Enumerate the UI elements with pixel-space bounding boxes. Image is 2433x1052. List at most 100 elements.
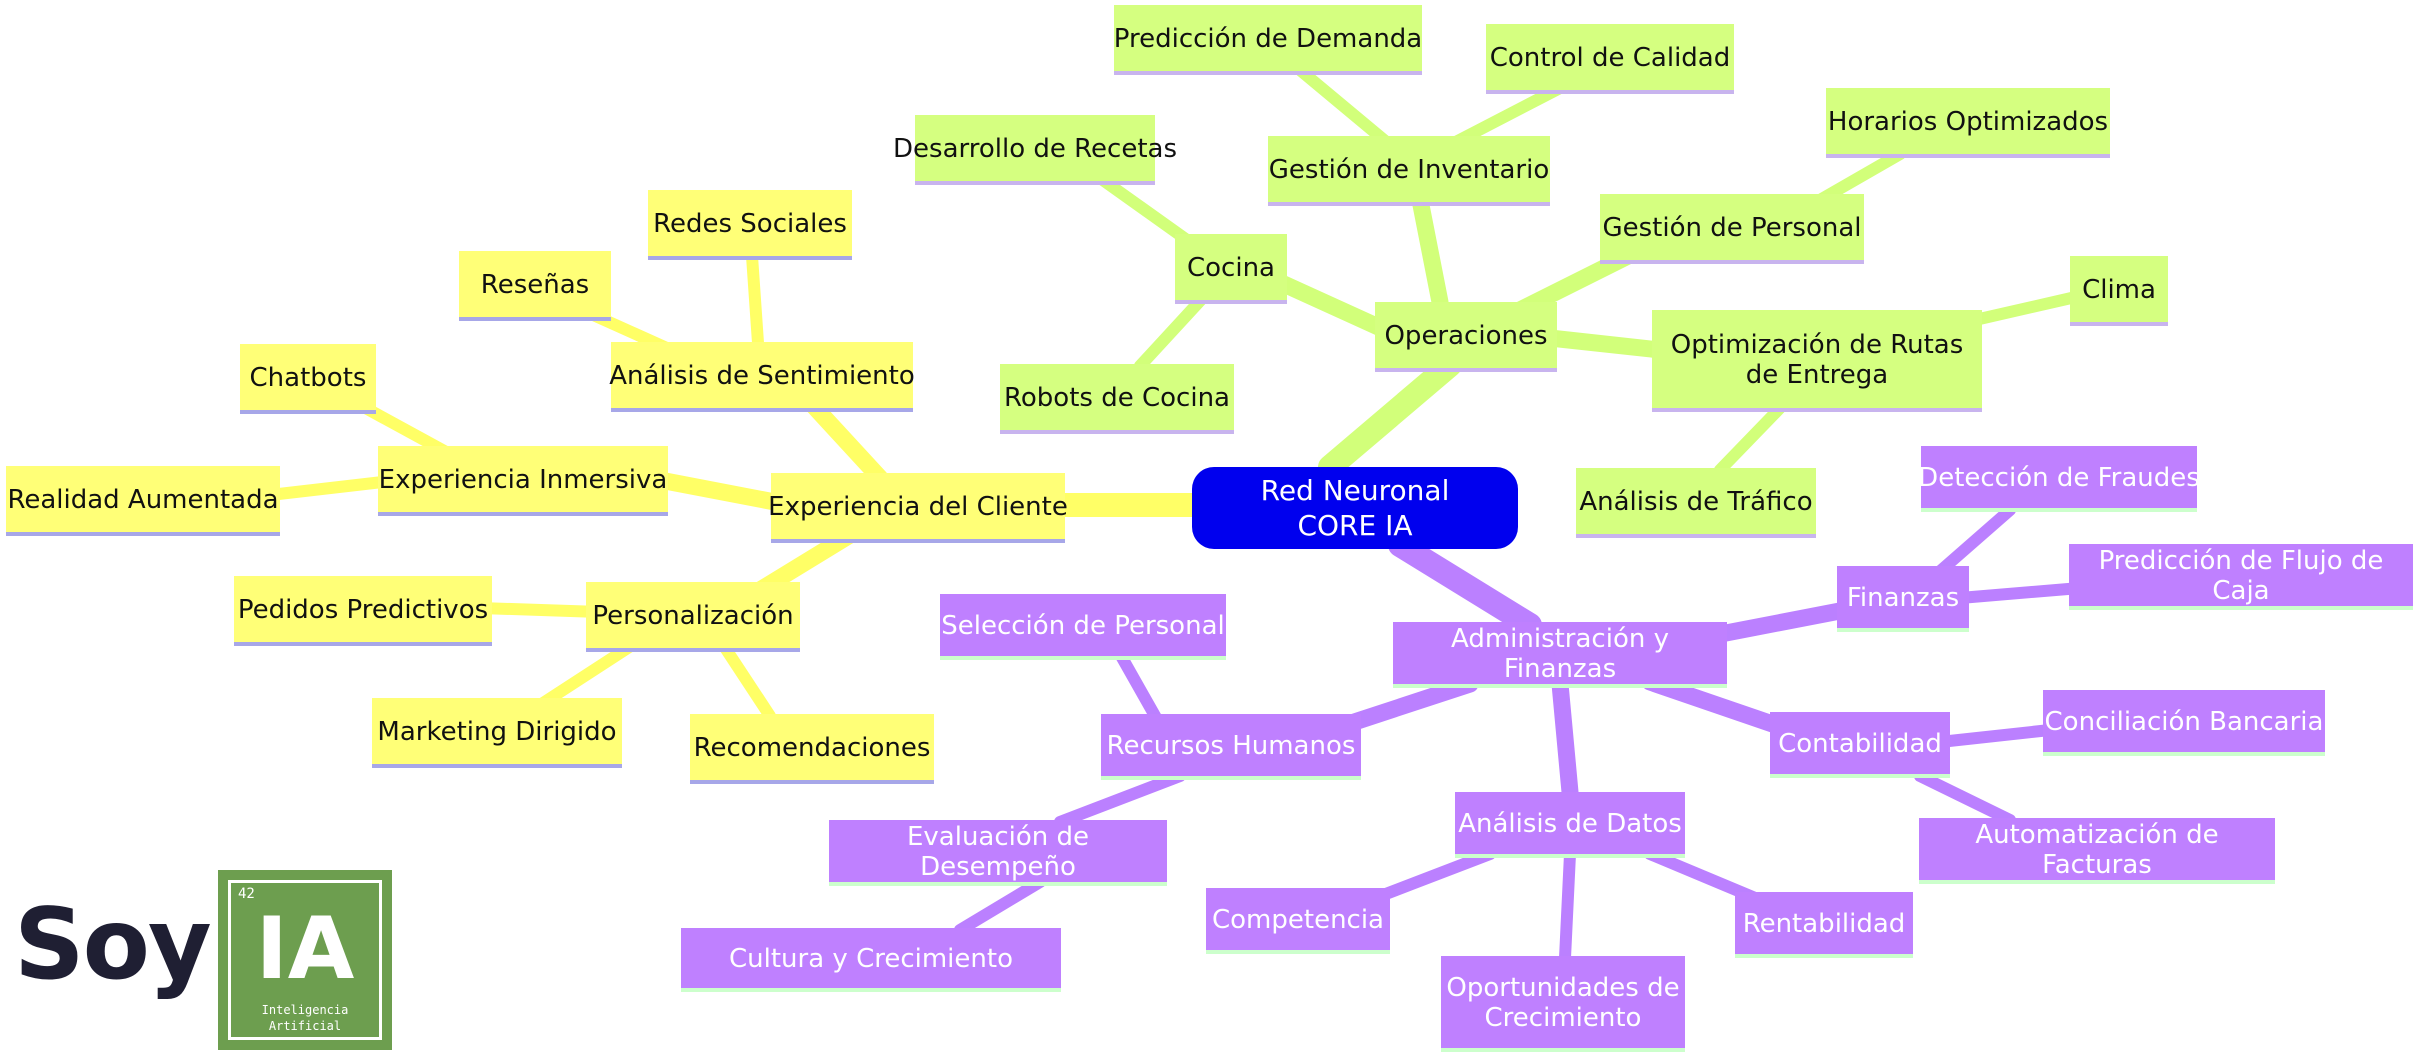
node-box bbox=[1000, 364, 1234, 430]
connector-contabilidad bbox=[1641, 673, 1799, 739]
node-label: Competencia bbox=[1212, 905, 1384, 935]
node-label: Cocina bbox=[1187, 253, 1275, 283]
node-gestion-de-inventario[interactable]: Gestión de Inventario bbox=[1268, 136, 1550, 206]
node-gestion-de-personal[interactable]: Gestión de Personal bbox=[1600, 194, 1864, 264]
node-box bbox=[2043, 690, 2325, 752]
node-box bbox=[1101, 714, 1361, 776]
logo-caption-line-2: Artificial bbox=[268, 1019, 342, 1033]
node-box bbox=[459, 251, 611, 317]
node-recursos-humanos[interactable]: Recursos Humanos bbox=[1101, 714, 1361, 780]
connector-analisis-de-sentimiento bbox=[801, 393, 889, 487]
connector-control-de-calidad bbox=[1444, 82, 1566, 151]
connector-cocina bbox=[1266, 271, 1394, 339]
node-label: Finanzas bbox=[1847, 583, 1959, 613]
node-label: Gestión de Inventario bbox=[1269, 155, 1549, 185]
node-label: Conciliación Bancaria bbox=[2045, 707, 2324, 737]
node-box bbox=[1837, 566, 1969, 628]
node-box bbox=[681, 928, 1061, 988]
node-box bbox=[586, 582, 800, 648]
node-robots-de-cocina[interactable]: Robots de Cocina bbox=[1000, 364, 1234, 434]
connector-evaluacion-de-desempeno bbox=[1054, 770, 1186, 828]
node-contabilidad[interactable]: Contabilidad bbox=[1770, 712, 1950, 778]
node-horarios-optimizados[interactable]: Horarios Optimizados bbox=[1826, 88, 2110, 158]
node-prediccion-de-demanda[interactable]: Predicción de Demanda bbox=[1114, 5, 1422, 75]
node-box bbox=[829, 820, 1167, 882]
node-box bbox=[234, 576, 492, 642]
logo-element-tile: 42 IA Inteligencia Artificial bbox=[218, 870, 392, 1050]
node-box bbox=[690, 714, 934, 780]
node-experiencia-inmersiva[interactable]: Experiencia Inmersiva bbox=[378, 446, 668, 516]
node-label: Rentabilidad bbox=[1743, 909, 1906, 939]
connector-clima bbox=[1969, 290, 2086, 326]
connector-cultura-y-crecimiento bbox=[954, 876, 1046, 936]
node-recomendaciones[interactable]: Recomendaciones bbox=[690, 714, 934, 784]
node-analisis-de-trafico[interactable]: Análisis de Tráfico bbox=[1576, 468, 1816, 538]
node-cocina[interactable]: Cocina bbox=[1175, 234, 1287, 304]
node-box bbox=[1826, 88, 2110, 154]
node-analisis-de-datos[interactable]: Análisis de Datos bbox=[1455, 792, 1685, 858]
node-box bbox=[2070, 256, 2168, 322]
node-label: Personalización bbox=[592, 601, 793, 631]
node-experiencia-del-cliente[interactable]: Experiencia del Cliente bbox=[768, 473, 1068, 543]
node-seleccion-de-personal[interactable]: Selección de Personal bbox=[940, 594, 1226, 660]
node-box bbox=[915, 115, 1155, 181]
node-pedidos-predictivos[interactable]: Pedidos Predictivos bbox=[234, 576, 492, 646]
node-label: Robots de Cocina bbox=[1004, 383, 1230, 413]
node-desarrollo-de-recetas[interactable]: Desarrollo de Recetas bbox=[893, 115, 1177, 185]
node-box bbox=[6, 466, 280, 532]
node-label: Contabilidad bbox=[1778, 729, 1942, 759]
node-box bbox=[1735, 892, 1913, 954]
node-realidad-aumentada[interactable]: Realidad Aumentada bbox=[6, 466, 280, 536]
node-redes-sociales[interactable]: Redes Sociales bbox=[648, 190, 852, 260]
node-label: Cultura y Crecimiento bbox=[729, 944, 1013, 974]
connector-personalizacion bbox=[751, 526, 859, 599]
node-finanzas[interactable]: Finanzas bbox=[1837, 566, 1969, 632]
node-label: Reseñas bbox=[481, 270, 589, 300]
node-control-de-calidad[interactable]: Control de Calidad bbox=[1486, 24, 1734, 94]
node-label: Marketing Dirigido bbox=[377, 717, 616, 747]
node-label: Análisis de Sentimiento bbox=[609, 361, 915, 391]
node-analisis-de-sentimiento[interactable]: Análisis de Sentimiento bbox=[609, 342, 915, 412]
node-label: Operaciones bbox=[1384, 321, 1547, 351]
connector-conciliacion-bancaria bbox=[1934, 724, 2056, 748]
node-box bbox=[1268, 136, 1550, 202]
soy-ia-logo: Soy 42 IA Inteligencia Artificial bbox=[14, 870, 394, 1050]
connector-recomendaciones bbox=[714, 634, 776, 722]
node-personalizacion[interactable]: Personalización bbox=[586, 582, 800, 652]
node-chatbots[interactable]: Chatbots bbox=[240, 344, 376, 414]
node-box bbox=[1441, 956, 1685, 1048]
node-competencia[interactable]: Competencia bbox=[1206, 888, 1390, 954]
node-operaciones[interactable]: Operaciones bbox=[1375, 302, 1557, 372]
node-box bbox=[1652, 310, 1982, 408]
connector-analisis-de-datos bbox=[1551, 675, 1579, 801]
node-conciliacion-bancaria[interactable]: Conciliación Bancaria bbox=[2043, 690, 2325, 756]
node-clima[interactable]: Clima bbox=[2070, 256, 2168, 326]
node-cultura-y-crecimiento[interactable]: Cultura y Crecimiento bbox=[681, 928, 1061, 992]
node-label: Predicción de Demanda bbox=[1114, 24, 1422, 54]
node-box bbox=[1600, 194, 1864, 260]
node-deteccion-de-fraudes[interactable]: Detección de Fraudes bbox=[1918, 446, 2200, 512]
node-box bbox=[1770, 712, 1950, 774]
node-box bbox=[940, 594, 1226, 656]
node-box bbox=[1576, 468, 1816, 534]
node-label: Pedidos Predictivos bbox=[238, 595, 488, 625]
node-marketing-dirigido[interactable]: Marketing Dirigido bbox=[372, 698, 622, 768]
node-resenas[interactable]: Reseñas bbox=[459, 251, 611, 321]
connector-gestion-de-inventario bbox=[1411, 191, 1449, 311]
connector-operaciones bbox=[1318, 353, 1462, 479]
node-box bbox=[648, 190, 852, 256]
node-box bbox=[1175, 234, 1287, 300]
node-rentabilidad[interactable]: Rentabilidad bbox=[1735, 892, 1913, 958]
node-label: Horarios Optimizados bbox=[1828, 107, 2108, 137]
connector-oportunidades-de-crecimiento bbox=[1559, 848, 1576, 964]
